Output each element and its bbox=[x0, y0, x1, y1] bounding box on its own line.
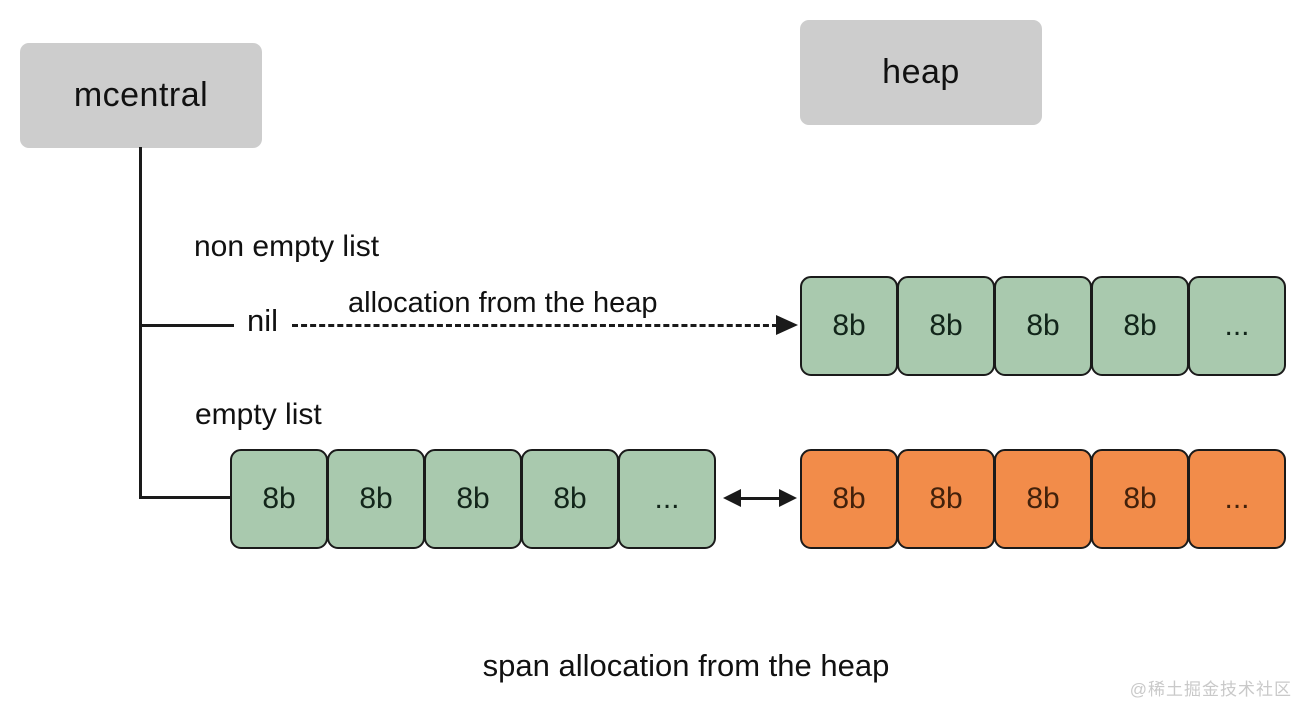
mcentral-trunk-line bbox=[139, 147, 142, 499]
mcentral-node: mcentral bbox=[20, 43, 262, 148]
empty-list-elbow-line bbox=[139, 496, 232, 499]
span-cell: 8b bbox=[897, 276, 995, 376]
span-cell-label: 8b bbox=[929, 482, 963, 515]
diagram-caption: span allocation from the heap bbox=[482, 648, 890, 683]
arrowhead-left-icon bbox=[723, 489, 741, 507]
nil-branch-line bbox=[139, 324, 234, 327]
heap-node: heap bbox=[800, 20, 1042, 125]
span-cell: 8b bbox=[521, 449, 619, 549]
watermark: @稀土掘金技术社区 bbox=[1129, 680, 1292, 699]
span-cell-label: 8b bbox=[832, 482, 866, 515]
span-cell: 8b bbox=[1091, 449, 1189, 549]
heap-node-label: heap bbox=[882, 53, 960, 91]
arrow-shaft bbox=[733, 497, 787, 500]
mcentral-node-label: mcentral bbox=[73, 76, 209, 114]
span-cell-ellipsis: ... bbox=[1188, 276, 1286, 376]
span-cell-label: 8b bbox=[262, 482, 296, 515]
empty-span-row: 8b 8b 8b 8b ... bbox=[230, 449, 716, 549]
span-cell-ellipsis: ... bbox=[618, 449, 716, 549]
non-empty-list-label: non empty list bbox=[194, 230, 380, 263]
span-cell: 8b bbox=[800, 276, 898, 376]
span-cell-label: ... bbox=[1224, 482, 1250, 515]
span-cell: 8b bbox=[994, 276, 1092, 376]
span-cell: 8b bbox=[327, 449, 425, 549]
allocation-arrow-label: allocation from the heap bbox=[348, 287, 658, 319]
non-empty-span-row: 8b 8b 8b 8b ... bbox=[800, 276, 1286, 376]
double-arrow bbox=[723, 489, 797, 507]
span-cell-label: 8b bbox=[456, 482, 490, 515]
span-cell: 8b bbox=[1091, 276, 1189, 376]
span-cell-label: 8b bbox=[1026, 309, 1060, 342]
span-cell-label: 8b bbox=[1123, 482, 1157, 515]
empty-list-label: empty list bbox=[195, 398, 322, 431]
allocation-dashed-arrow bbox=[292, 315, 798, 335]
span-cell-label: ... bbox=[1224, 309, 1250, 342]
span-cell: 8b bbox=[800, 449, 898, 549]
span-cell-label: 8b bbox=[359, 482, 393, 515]
arrowhead-right-icon bbox=[776, 315, 798, 335]
span-cell: 8b bbox=[994, 449, 1092, 549]
span-cell: 8b bbox=[230, 449, 328, 549]
span-cell: 8b bbox=[897, 449, 995, 549]
span-cell-ellipsis: ... bbox=[1188, 449, 1286, 549]
arrowhead-right-icon bbox=[779, 489, 797, 507]
span-cell-label: 8b bbox=[553, 482, 587, 515]
nil-label: nil bbox=[247, 303, 279, 338]
span-cell-label: 8b bbox=[929, 309, 963, 342]
dashed-line bbox=[292, 324, 778, 327]
span-cell: 8b bbox=[424, 449, 522, 549]
span-cell-label: 8b bbox=[1026, 482, 1060, 515]
span-cell-label: 8b bbox=[1123, 309, 1157, 342]
span-cell-label: ... bbox=[654, 482, 680, 515]
heap-span-row: 8b 8b 8b 8b ... bbox=[800, 449, 1286, 549]
span-cell-label: 8b bbox=[832, 309, 866, 342]
